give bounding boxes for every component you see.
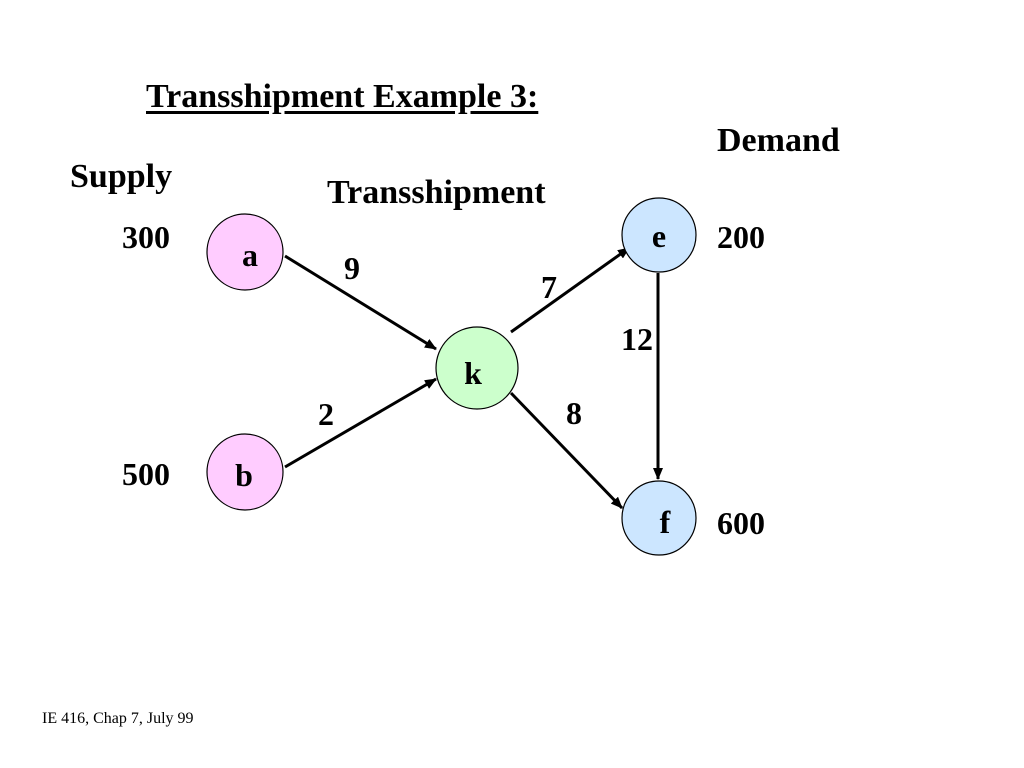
node-label-k: k [464, 355, 482, 391]
edge-cost-k-e: 7 [541, 269, 557, 305]
slide-title: Transshipment Example 3: [146, 78, 539, 115]
demand-value-f: 600 [717, 505, 765, 541]
edge-k-f [509, 391, 624, 510]
node-label-f: f [660, 504, 671, 540]
supply-heading: Supply [70, 158, 173, 195]
node-k [435, 326, 519, 410]
supply-value-b: 500 [122, 456, 170, 492]
transshipment-heading: Transshipment [327, 174, 546, 211]
node-b [206, 433, 284, 511]
edge-a-k [284, 254, 437, 351]
node-label-b: b [235, 457, 253, 493]
demand-heading: Demand [717, 122, 840, 159]
edge-cost-b-k: 2 [318, 396, 334, 432]
node-label-a: a [242, 237, 258, 273]
edge-cost-e-f: 12 [621, 321, 653, 357]
slide-footer: IE 416, Chap 7, July 99 [42, 710, 194, 727]
edge-b-k [284, 377, 437, 469]
node-a [206, 213, 284, 291]
supply-value-a: 300 [122, 219, 170, 255]
node-e [621, 197, 697, 273]
node-label-e: e [652, 218, 666, 254]
demand-value-e: 200 [717, 219, 765, 255]
edge-cost-a-k: 9 [344, 250, 360, 286]
edge-k-e [510, 246, 630, 334]
edge-cost-k-f: 8 [566, 395, 582, 431]
node-f [621, 480, 697, 556]
